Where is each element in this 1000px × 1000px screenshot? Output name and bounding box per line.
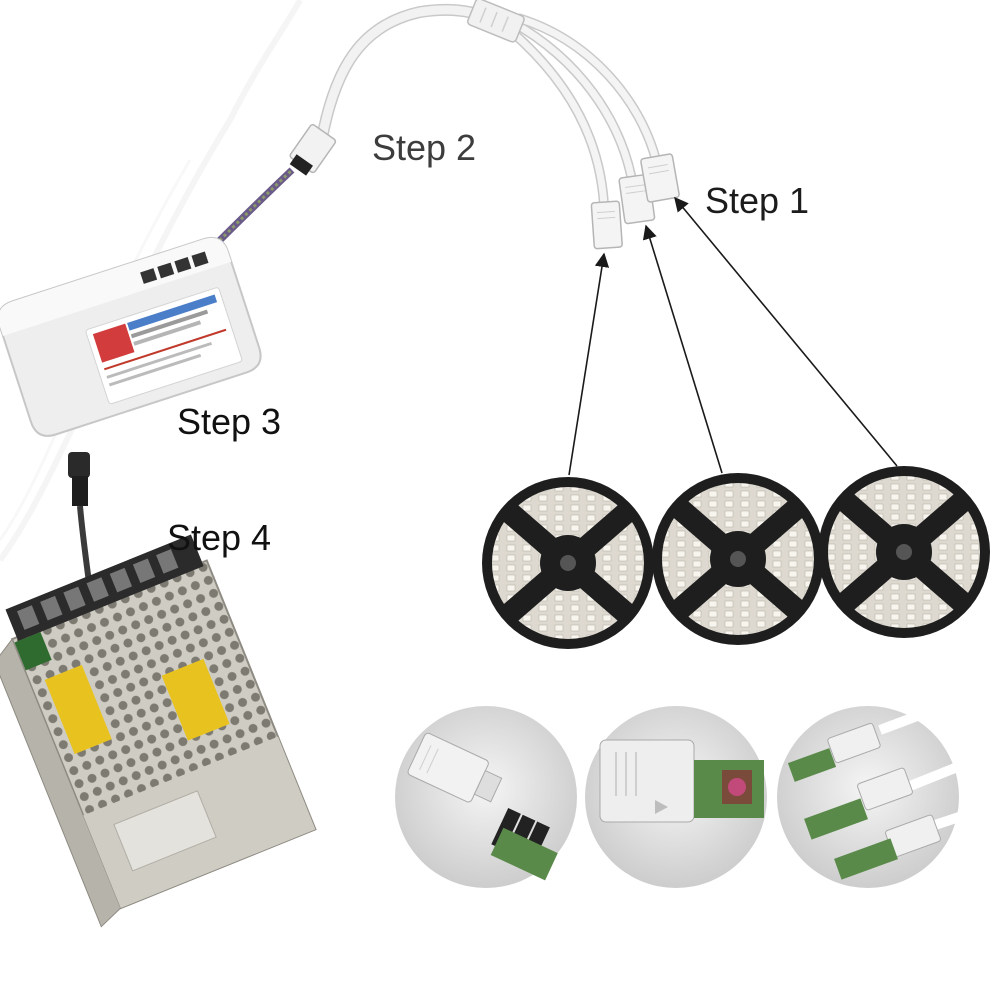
- arrow-reel-1: [568, 252, 610, 476]
- connector-detail-icon: [777, 695, 982, 888]
- led-strip-reels: [482, 466, 990, 649]
- dc-plug-cable: [68, 452, 93, 591]
- led-strip-reel-icon: [482, 477, 654, 649]
- connector-detail-photos: [395, 695, 982, 888]
- step-2-label: Step 2: [372, 127, 477, 168]
- arrow-reel-2: [642, 224, 723, 474]
- led-strip-reel-icon: [652, 473, 824, 645]
- splitter-cable: [289, 0, 680, 250]
- rgb-controller-icon: [0, 167, 295, 437]
- controller-cable-connector: [289, 124, 337, 176]
- splitter-connector-1: [590, 200, 623, 250]
- splitter-connector-3: [640, 153, 680, 203]
- arrow-reel-3: [674, 196, 898, 467]
- power-supply-icon: [0, 534, 317, 928]
- connector-detail-icon: [395, 706, 577, 888]
- step-1-label: Step 1: [705, 180, 810, 221]
- connector-detail-icon: [585, 706, 767, 888]
- arrows: [568, 196, 898, 476]
- four-pin-splitter-icon: [467, 0, 525, 43]
- step-4-label: Step 4: [167, 517, 272, 558]
- step-3-label: Step 3: [177, 401, 282, 442]
- led-strip-reel-icon: [818, 466, 990, 638]
